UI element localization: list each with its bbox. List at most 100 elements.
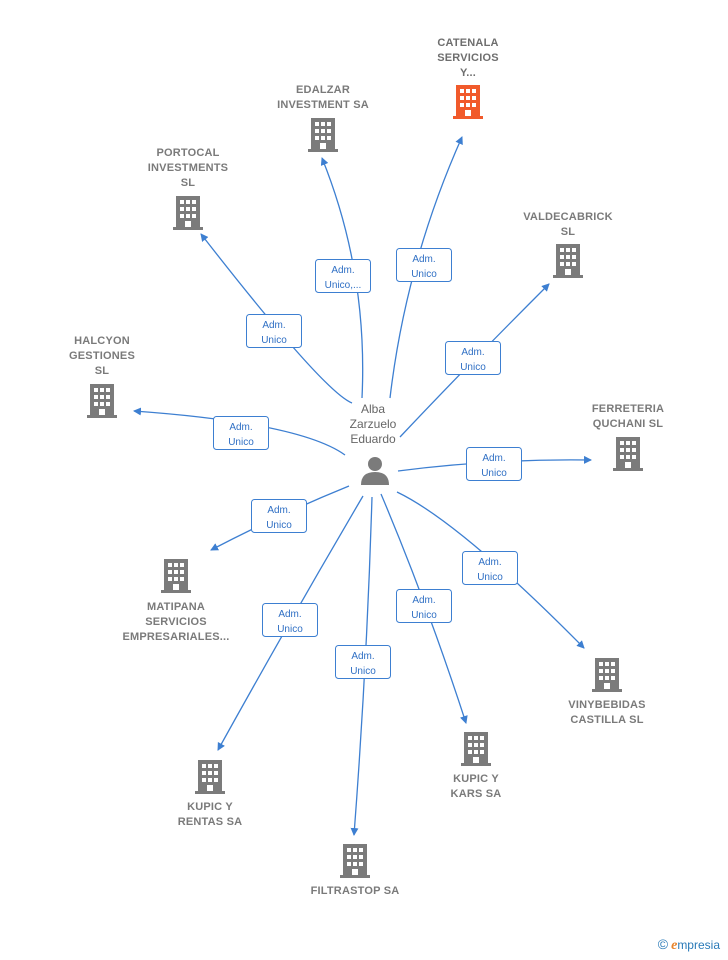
company-name-line-1: PORTOCAL: [156, 147, 219, 159]
role-badge-line-1: Adm.: [412, 254, 435, 265]
role-badge-line-2: Unico: [266, 520, 292, 531]
building-icon: [453, 85, 483, 119]
role-badge-line-2: Unico: [411, 610, 437, 621]
company-name-line-1: MATIPANA: [147, 601, 205, 613]
role-badge-line-1: Adm.: [229, 422, 252, 433]
company-name-line-1: HALCYON: [74, 335, 130, 347]
role-badge-box: [315, 259, 371, 293]
company-name-line-3: Y...: [460, 67, 476, 79]
role-badge-portocal[interactable]: Adm. Unico: [246, 314, 302, 348]
company-name-line-1: VINYBEBIDAS: [568, 699, 645, 711]
building-icon: [461, 732, 491, 766]
building-icon: [340, 844, 370, 878]
building-icon: [613, 437, 643, 471]
company-node-matipana[interactable]: MATIPANA SERVICIOS EMPRESARIALES...: [122, 559, 229, 643]
role-badge-line-2: Unico: [277, 624, 303, 635]
company-node-ferreteria[interactable]: FERRETERIA QUCHANI SL: [592, 403, 664, 471]
company-name-line-2: SERVICIOS: [145, 616, 207, 628]
company-node-vinybebidas[interactable]: VINYBEBIDAS CASTILLA SL: [568, 658, 645, 726]
company-name-line-2: CASTILLA SL: [570, 714, 643, 726]
role-badge-line-1: Adm.: [267, 505, 290, 516]
role-badge-valdecabrick[interactable]: Adm. Unico: [445, 341, 501, 375]
role-badge-line-1: Adm.: [262, 320, 285, 331]
role-badge-catenala[interactable]: Adm. Unico: [396, 248, 452, 282]
role-badge-box: [445, 341, 501, 375]
company-name-line-2: INVESTMENT SA: [277, 99, 369, 111]
role-badge-line-2: Unico: [228, 437, 254, 448]
person-icon: [361, 457, 389, 485]
building-icon: [161, 559, 191, 593]
building-icon: [308, 118, 338, 152]
role-badge-line-2: Unico: [477, 572, 503, 583]
role-badge-ferreteria[interactable]: Adm. Unico: [466, 447, 522, 481]
role-badge-box: [396, 589, 452, 623]
role-badge-matipana[interactable]: Adm. Unico: [251, 499, 307, 533]
company-node-kupic-rentas[interactable]: KUPIC Y RENTAS SA: [178, 760, 243, 828]
role-badge-line-1: Adm.: [278, 609, 301, 620]
building-icon: [87, 384, 117, 418]
building-icon: [592, 658, 622, 692]
company-name-line-1: FILTRASTOP SA: [311, 885, 400, 897]
role-badge-line-2: Unico: [350, 666, 376, 677]
role-badge-kupic-kars[interactable]: Adm. Unico: [396, 589, 452, 623]
company-name-line-2: RENTAS SA: [178, 816, 243, 828]
person-name-line-1: Alba: [361, 402, 385, 416]
role-badges: Adm.UnicoAdm.Unico,...Adm.UnicoAdm.Unico…: [213, 248, 522, 679]
role-badge-line-1: Adm.: [331, 265, 354, 276]
company-name-line-1: FERRETERIA: [592, 403, 664, 415]
edge-portocal: [200, 233, 353, 404]
role-badge-line-2: Unico: [481, 468, 507, 479]
role-badge-line-2: Unico: [261, 335, 287, 346]
role-badge-halcyon[interactable]: Adm. Unico: [213, 416, 269, 450]
role-badge-box: [246, 314, 302, 348]
role-badge-line-1: Adm.: [482, 453, 505, 464]
person-name-line-3: Eduardo: [350, 432, 396, 446]
building-icon: [195, 760, 225, 794]
edges: [133, 136, 592, 836]
edge-vinybebidas: [396, 491, 585, 649]
company-name-line-2: KARS SA: [451, 788, 502, 800]
building-icon: [173, 196, 203, 230]
company-node-halcyon[interactable]: HALCYON GESTIONES SL: [69, 335, 135, 418]
company-name-line-1: KUPIC Y: [187, 801, 233, 813]
company-node-kupic-kars[interactable]: KUPIC Y KARS SA: [451, 732, 502, 800]
role-badge-kupic-rentas[interactable]: Adm. Unico: [262, 603, 318, 637]
company-name-line-2: QUCHANI SL: [593, 418, 664, 430]
role-badge-line-1: Adm.: [351, 651, 374, 662]
role-badge-edalzar[interactable]: Adm. Unico,...: [315, 259, 371, 293]
brand-logo-text: mpresia: [677, 938, 720, 952]
role-badge-filtrastop[interactable]: Adm. Unico: [335, 645, 391, 679]
role-badge-box: [335, 645, 391, 679]
company-name-line-2: SERVICIOS: [437, 52, 499, 64]
company-name-line-2: GESTIONES: [69, 350, 135, 362]
company-name-line-3: SL: [95, 365, 110, 377]
role-badge-box: [396, 248, 452, 282]
role-badge-line-1: Adm.: [412, 595, 435, 606]
company-name-line-2: SL: [561, 226, 576, 238]
role-badge-line-1: Adm.: [461, 347, 484, 358]
company-name-line-1: KUPIC Y: [453, 773, 499, 785]
role-badge-line-2: Unico,...: [325, 280, 362, 291]
company-name-line-3: EMPRESARIALES...: [122, 631, 229, 643]
company-node-filtrastop[interactable]: FILTRASTOP SA: [311, 844, 400, 897]
role-badge-box: [262, 603, 318, 637]
footer-brand: ©empresia: [658, 936, 720, 954]
role-badge-box: [213, 416, 269, 450]
company-node-catenala[interactable]: CATENALA SERVICIOS Y...: [437, 37, 499, 119]
role-badge-line-2: Unico: [411, 269, 437, 280]
role-badge-line-2: Unico: [460, 362, 486, 373]
company-name-line-1: CATENALA: [437, 37, 498, 49]
person-node[interactable]: Alba Zarzuelo Eduardo: [350, 402, 397, 485]
role-badge-line-1: Adm.: [478, 557, 501, 568]
role-badge-vinybebidas[interactable]: Adm. Unico: [462, 551, 518, 585]
company-name-line-3: SL: [181, 177, 196, 189]
role-badge-box: [466, 447, 522, 481]
person-name-line-2: Zarzuelo: [350, 417, 397, 431]
role-badge-box: [462, 551, 518, 585]
edge-halcyon: [133, 407, 346, 456]
